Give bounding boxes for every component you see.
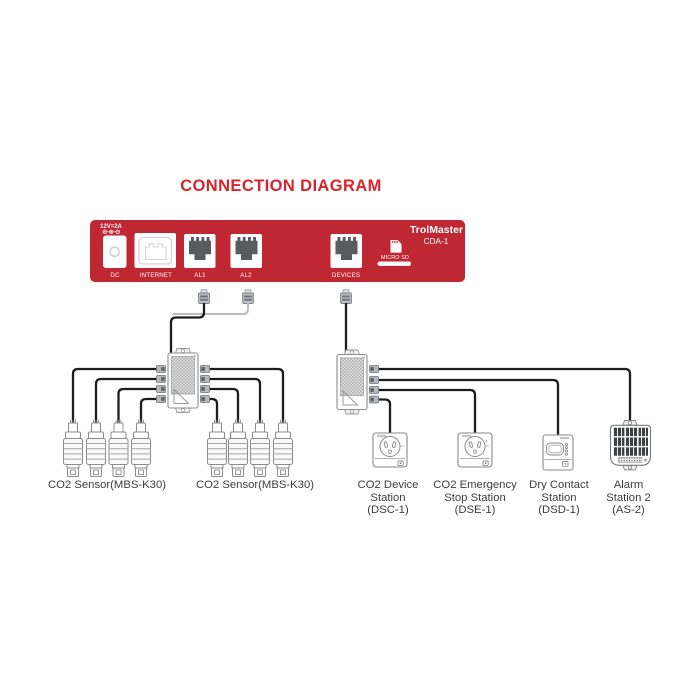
al2-port [230, 234, 262, 268]
devices-plug-icon [340, 289, 352, 304]
port-label-devices: DEVICES [331, 271, 361, 279]
splitter-hub-sensors [156, 347, 210, 414]
al2-plug-icon [242, 289, 254, 304]
sensor-group-1-label: CO2 Sensor(MBS-K30) [47, 479, 167, 491]
internet-port [134, 233, 176, 268]
alarm-station-icon [609, 420, 652, 471]
station-cables [378, 367, 632, 435]
port-label-internet: INTERNET [139, 271, 172, 279]
controller-panel [90, 220, 465, 282]
devices-port [330, 234, 362, 268]
al2-cable [172, 303, 249, 315]
microsd-label: MICRO SD [380, 253, 409, 260]
microsd-slot [377, 261, 411, 266]
power-polarity-icon [102, 229, 120, 234]
port-label-al1: AL1 [193, 271, 206, 279]
device-label-dsc1: CO2 Device Station (DSC-1) [357, 479, 419, 517]
device-label-dse1: CO2 Emergency Stop Station (DSE-1) [433, 479, 517, 517]
co2-sensor [207, 419, 227, 477]
co2-sensor [228, 419, 248, 477]
power-rating-label: 12V=2A [99, 222, 122, 230]
device-label-dsd1: Dry Contact Station (DSD-1) [529, 479, 589, 517]
co2-sensor [250, 419, 270, 477]
brand-label: TrolMaster [409, 224, 464, 236]
co2-sensor [63, 419, 83, 477]
co2-sensor-group-1 [63, 419, 151, 477]
co2-device-station-icon [372, 432, 408, 468]
co2-sensor-group-2 [207, 419, 293, 477]
model-label: CDA-1 [423, 235, 448, 246]
dc-port [103, 235, 127, 268]
page-title: CONNECTION DIAGRAM [180, 177, 382, 195]
emergency-stop-station-icon [457, 432, 493, 468]
device-label-as2: Alarm Station 2 (AS-2) [606, 479, 651, 517]
al1-plug-icon [198, 289, 210, 304]
microsd-icon [390, 240, 402, 253]
port-label-dc: DC [110, 271, 120, 279]
co2-sensor [131, 419, 151, 477]
port-label-al2: AL2 [240, 271, 252, 279]
co2-sensor [86, 419, 106, 477]
dry-contact-station-icon [542, 434, 574, 471]
co2-sensor [273, 419, 293, 477]
sensor-cables [71, 367, 285, 423]
co2-sensor [108, 419, 129, 477]
al1-cable [169, 303, 206, 354]
al1-port [184, 234, 216, 268]
splitter-hub-devices [336, 349, 379, 415]
sensor-group-2-label: CO2 Sensor(MBS-K30) [195, 479, 315, 491]
